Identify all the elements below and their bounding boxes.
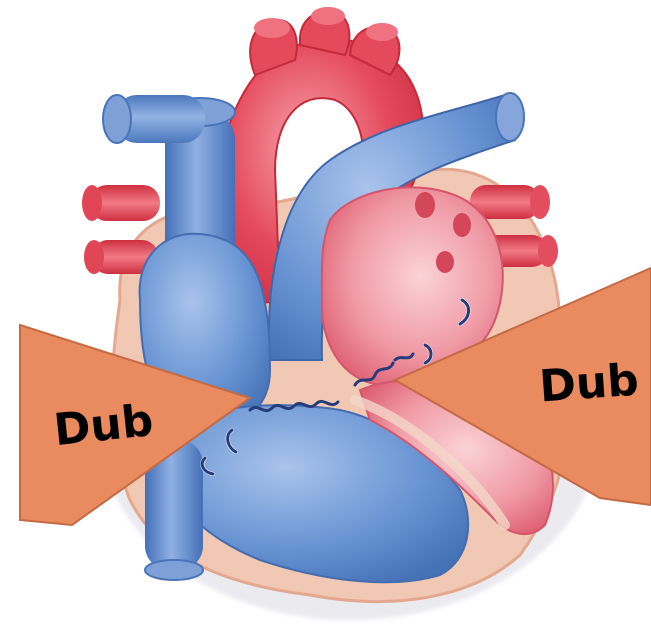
left-blue-vessels — [103, 95, 205, 143]
right-dub-label: Dub — [538, 355, 641, 413]
left-dub-label: Dub — [51, 395, 155, 456]
